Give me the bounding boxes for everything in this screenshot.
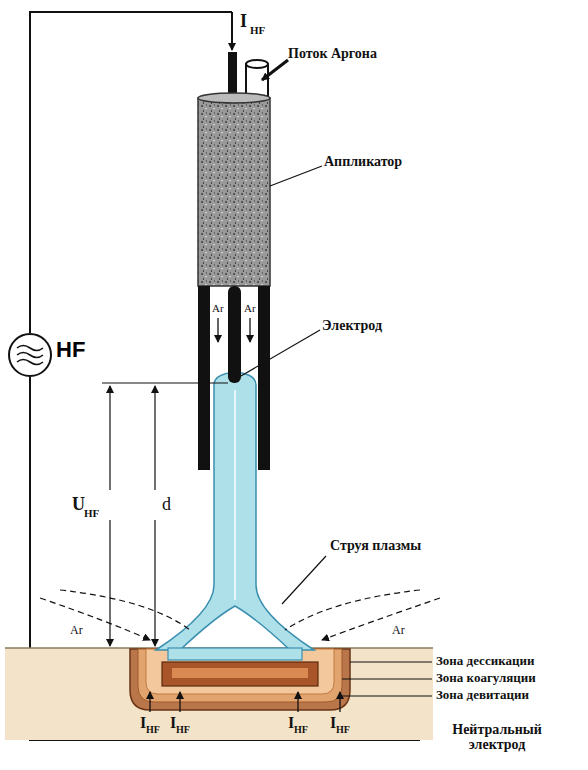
part-label: Электрод <box>322 318 382 333</box>
contact-zone <box>172 668 308 678</box>
contact-zone <box>162 662 318 686</box>
electrode <box>228 286 241 383</box>
leader-line <box>270 166 322 186</box>
dimension-line <box>102 383 228 646</box>
tissue <box>5 648 433 740</box>
devitation-zone <box>146 649 334 694</box>
tube-wall <box>198 286 210 470</box>
circuit-wire <box>30 12 420 740</box>
zone-label: Зона девитации <box>436 688 529 702</box>
part-label: Поток Аргона <box>288 46 377 61</box>
current-subscript: HF <box>294 724 308 735</box>
generator-symbol <box>8 330 58 380</box>
part-label: Нейтральный электрод <box>432 722 562 753</box>
argon-arrow <box>262 60 288 80</box>
part-label: Струя плазмы <box>330 538 421 553</box>
leader-line <box>282 556 326 604</box>
coagulation-zone <box>138 649 342 702</box>
current-symbol: I <box>240 12 247 32</box>
tube-wall <box>258 286 270 470</box>
current-symbol: I <box>330 714 336 732</box>
gas-label: Ar <box>392 624 405 637</box>
leader-line <box>338 662 432 696</box>
current-symbol: I <box>140 714 146 732</box>
desiccation-zone <box>130 649 350 710</box>
voltage-subscript: HF <box>84 507 99 519</box>
current-subscript: HF <box>336 724 350 735</box>
gas-label: Ar <box>244 302 256 314</box>
current-symbol: I <box>288 714 294 732</box>
voltage-symbol: U <box>72 495 85 515</box>
plasma-jet <box>156 372 314 650</box>
current-subscript: HF <box>176 724 190 735</box>
gas-label: Ar <box>70 624 83 637</box>
zone-label: Зона коагуляции <box>436 671 536 685</box>
current-subscript: HF <box>250 24 265 36</box>
part-label: Аппликатор <box>324 154 402 169</box>
applicator <box>198 93 270 286</box>
current-symbol: I <box>170 714 176 732</box>
current-arrow <box>150 692 340 712</box>
leader-line <box>241 330 320 376</box>
argon-flow-line <box>40 590 440 640</box>
plasma-contact <box>168 648 302 660</box>
generator-label: HF <box>56 338 85 362</box>
gas-label: Ar <box>212 302 224 314</box>
generator: HF <box>8 330 98 380</box>
zone-label: Зона дессикации <box>436 654 534 668</box>
current-subscript: HF <box>146 724 160 735</box>
distance-symbol: d <box>162 495 171 515</box>
